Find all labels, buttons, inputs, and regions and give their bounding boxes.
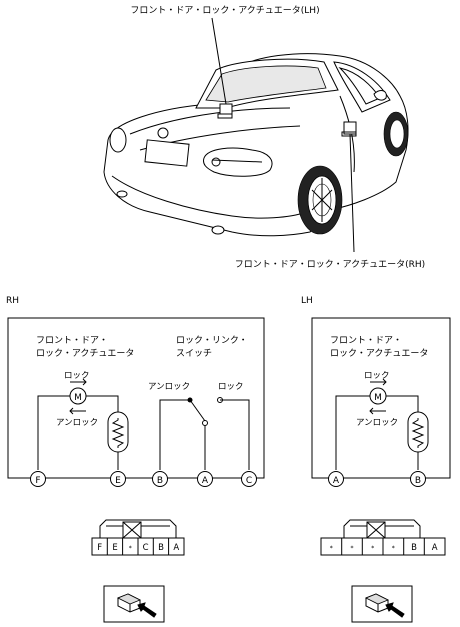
rh-terminal-f: F (30, 471, 46, 487)
svg-text:F: F (35, 476, 40, 486)
lh-panel-frame (311, 317, 451, 479)
rh-switch-pivot (202, 420, 208, 426)
rh-lock-label: ロック (64, 371, 90, 381)
lh-leader-line (211, 17, 227, 105)
rh-pin-4: C (143, 543, 149, 553)
rh-terminal-a: A (197, 471, 213, 487)
rh-actuator-label-1: フロント・ドア・ (36, 336, 108, 346)
rh-pin-6: A (173, 543, 179, 553)
rh-pin-1: F (97, 543, 102, 553)
lh-side-label: LH (301, 296, 313, 306)
svg-text:B: B (415, 476, 421, 486)
lh-lock-arrow (370, 378, 387, 386)
lh-unlock-label: アンロック (356, 418, 398, 428)
lh-pin-3: * (371, 545, 374, 552)
car-illustration (103, 17, 409, 253)
rh-switch-label-2: スイッチ (176, 348, 212, 359)
svg-text:B: B (157, 476, 163, 486)
lh-pin-6: A (432, 543, 438, 553)
rh-side-label: RH (6, 296, 19, 306)
rh-motor-label: M (74, 393, 82, 403)
lh-actuator-label-2: ロック・アクチュエータ (330, 348, 428, 359)
lh-pin-4: * (392, 545, 395, 552)
rh-switch-lock-label: ロック (218, 382, 244, 392)
rh-pin-5: B (158, 543, 164, 553)
lh-unlock-arrow (369, 407, 386, 415)
rh-terminal-b: B (152, 471, 168, 487)
svg-text:A: A (202, 476, 209, 486)
rh-pin-2: E (112, 543, 117, 553)
rh-resistor-symbol (111, 418, 125, 448)
rh-terminal-c: C (241, 471, 257, 487)
lh-terminal-a: A (328, 471, 344, 487)
svg-text:A: A (333, 476, 340, 486)
rh-switch-label-1: ロック・リンク・ (176, 335, 248, 346)
lh-motor-wiring (335, 395, 419, 470)
lh-pin-5: B (411, 543, 417, 553)
lh-pin-2: * (351, 545, 354, 552)
rh-unlock-arrow (69, 407, 86, 415)
lh-pin-1: * (330, 545, 333, 552)
lh-resistor-symbol (411, 418, 425, 448)
rh-actuator-callout: フロント・ドア・ロック・アクチュエータ(RH) (235, 259, 425, 270)
svg-text:C: C (246, 476, 252, 486)
lh-connector-face: * * * * B A (320, 519, 446, 556)
rh-actuator-label-2: ロック・アクチュエータ (36, 348, 134, 359)
lh-motor-label: M (374, 393, 382, 403)
rh-panel-frame (7, 317, 265, 479)
rh-connector-face: F E * C B A (91, 519, 185, 556)
lh-terminal-b: B (410, 471, 426, 487)
svg-text:E: E (115, 476, 121, 486)
rh-connector-view-icon (103, 585, 165, 623)
rh-motor-wiring (37, 395, 119, 470)
rh-terminal-e: E (110, 471, 126, 487)
rh-leader-line (349, 133, 355, 253)
lh-lock-label: ロック (364, 371, 390, 381)
rh-lock-arrow (70, 378, 87, 386)
lh-connector-view-icon (351, 585, 413, 623)
rh-pin-3: * (129, 545, 132, 552)
lh-actuator-callout: フロント・ドア・ロック・アクチュエータ(LH) (130, 5, 319, 16)
lh-actuator-label-1: フロント・ドア・ (330, 336, 402, 346)
rh-switch-lever (189, 399, 206, 422)
rh-unlock-label: アンロック (56, 418, 98, 428)
rh-switch-unlock-label: アンロック (148, 382, 190, 392)
